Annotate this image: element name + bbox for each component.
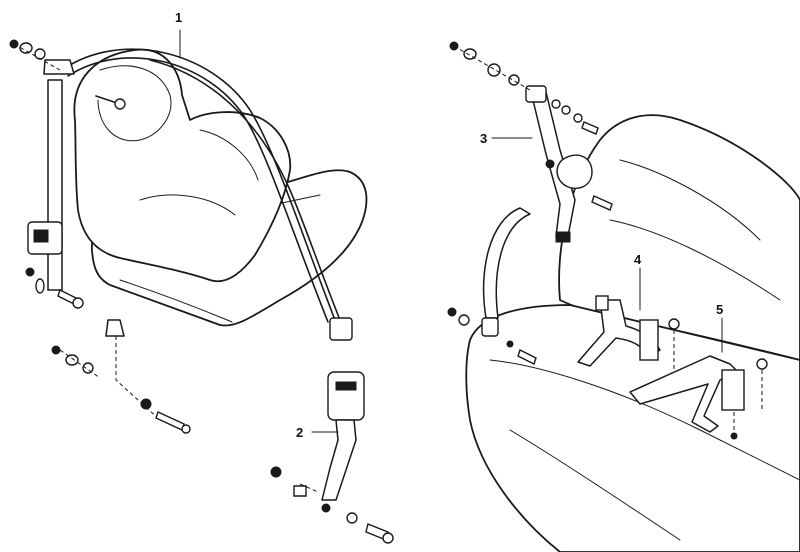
front-belt-guide-strip <box>47 79 63 291</box>
rear-side-belt <box>482 207 531 319</box>
rear-belt-retractor <box>556 154 593 190</box>
front-lower-bolt-stack <box>140 398 191 434</box>
spacer-icon <box>19 42 33 54</box>
front-belt-webbing-upper <box>61 48 336 321</box>
buckle-stalk-strap <box>321 419 357 501</box>
front-seat-back <box>73 48 292 283</box>
callout-2: 2 <box>296 425 303 440</box>
front-hardware-stack-low <box>51 345 101 379</box>
callout-3: 3 <box>480 131 487 146</box>
front-belt-webbing-lower <box>149 59 341 321</box>
rear-center-belt-5 <box>629 355 739 433</box>
bolt-head-icon <box>72 297 84 309</box>
front-hardware-stack-top <box>9 39 61 71</box>
buckle-body <box>327 371 365 421</box>
callout-4: 4 <box>634 252 642 267</box>
front-belt-tongue <box>329 317 353 341</box>
rear-seat-assembly: 3 4 5 <box>447 41 800 552</box>
front-seat-lower-anchor <box>105 319 125 337</box>
buckle-stalk-assembly: 2 <box>270 371 394 544</box>
buckle-bolt-icon <box>382 532 394 544</box>
front-seat-assembly: 1 <box>27 10 368 421</box>
callout-5: 5 <box>716 302 723 317</box>
callout-1: 1 <box>175 10 182 25</box>
front-hardware-stack-mid <box>25 267 84 309</box>
